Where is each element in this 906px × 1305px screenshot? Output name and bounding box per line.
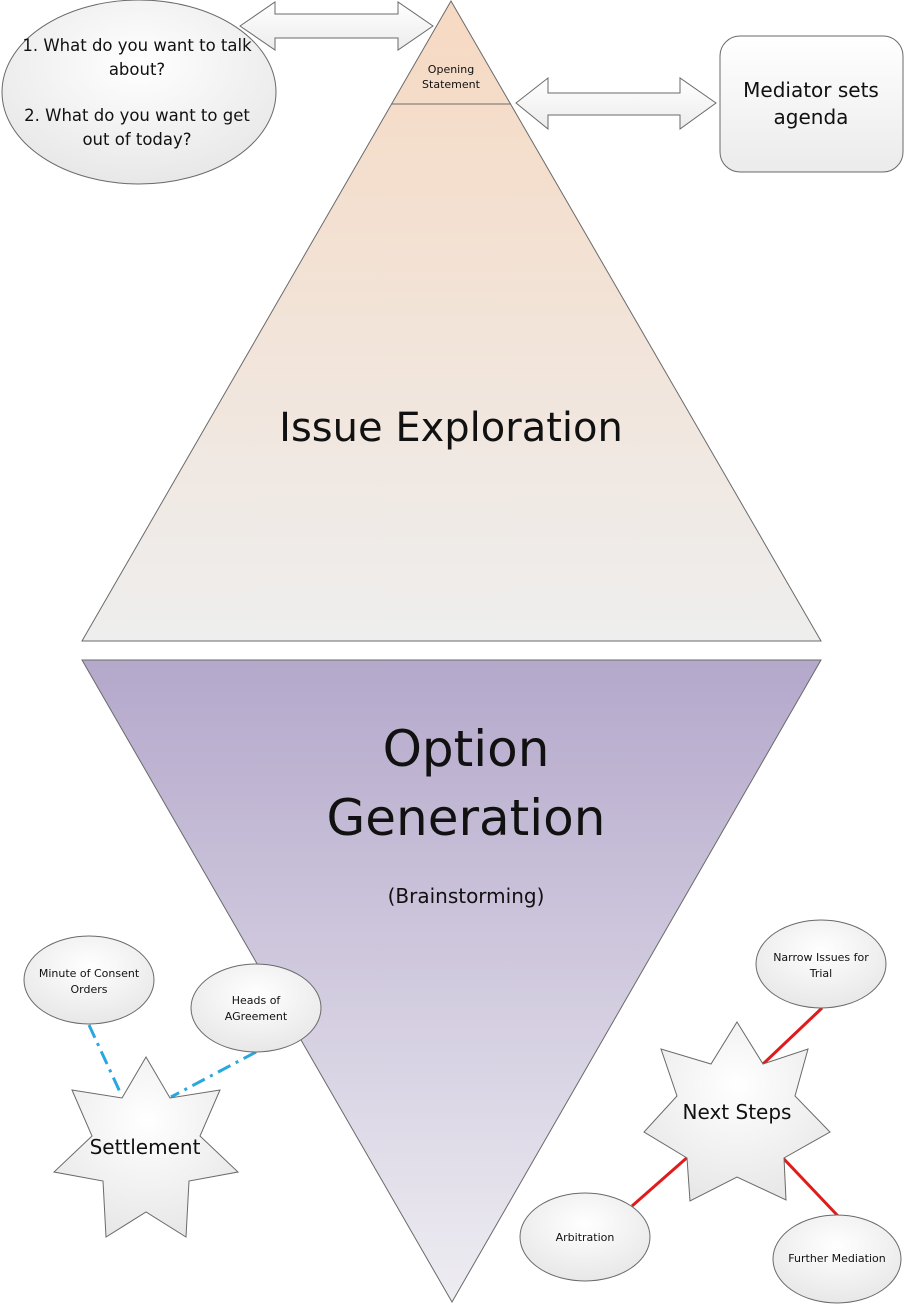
opening-label-line-1: Opening [428,63,474,76]
questions-bubble: 1. What do you want to talk about? 2. Wh… [1,0,277,185]
next-steps-connector [761,1006,824,1066]
heads-of-agreement-line-1: Heads of [232,994,282,1007]
issue-exploration-label: Issue Exploration [279,405,623,451]
narrow-issues-line-1: Narrow Issues for [773,951,869,964]
next-steps-group: Next Steps Narrow Issues for Trial Arbit… [519,919,902,1304]
question-line-2: about? [109,60,165,79]
settlement-label: Settlement [90,1135,201,1159]
agenda-line-1: Mediator sets [743,78,879,102]
issue-exploration-triangle: Opening Statement Issue Exploration [81,0,822,642]
option-generation-triangle: Option Generation (Brainstorming) [81,659,822,1304]
question-line-3: 2. What do you want to get [24,106,250,125]
next-steps-connector [631,1153,691,1208]
settlement-group: Settlement Minute of Consent Orders Head… [23,935,322,1238]
next-steps-connector [781,1156,840,1218]
arbitration-label: Arbitration [556,1231,615,1244]
agenda-line-2: agenda [774,105,849,129]
next-steps-star-icon [643,1021,831,1202]
arbitration-bubble [519,1192,651,1282]
double-arrow-icon [239,1,434,51]
further-mediation-label: Further Mediation [788,1252,885,1265]
mediator-agenda-box: Mediator sets agenda [719,35,904,173]
narrow-issues-line-2: Trial [809,967,832,980]
double-arrow-icon [515,76,717,131]
settlement-connector [87,1024,122,1093]
further-mediation-bubble [772,1214,902,1304]
opening-label-line-2: Statement [422,78,481,91]
settlement-connector [170,1050,257,1099]
consent-orders-line-1: Minute of Consent [39,967,140,980]
narrow-issues-bubble [755,919,887,1009]
question-line-4: out of today? [82,130,191,149]
option-label-line-1: Option [383,720,550,778]
brainstorming-label: (Brainstorming) [388,884,545,908]
heads-of-agreement-bubble [190,963,322,1053]
option-label-line-2: Generation [327,789,606,847]
next-steps-label: Next Steps [683,1100,792,1124]
consent-orders-bubble [23,935,155,1025]
question-line-1: 1. What do you want to talk [22,36,252,55]
consent-orders-line-2: Orders [71,983,108,996]
heads-of-agreement-line-2: AGreement [225,1010,288,1023]
settlement-star-icon [52,1056,240,1238]
